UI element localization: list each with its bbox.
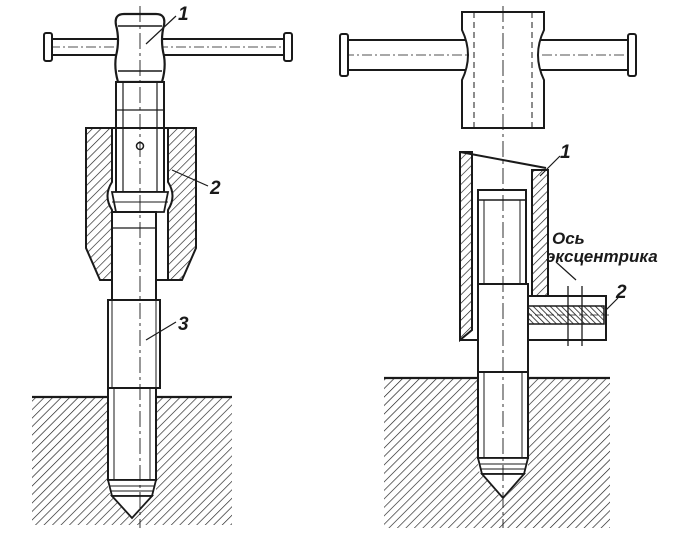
axis-label-line2: эксцентрика bbox=[546, 247, 658, 266]
right-eccentric-pin bbox=[523, 286, 610, 346]
right-bolt-upper bbox=[477, 189, 527, 285]
left-callout-1: 1 bbox=[178, 4, 189, 25]
left-callout-3: 3 bbox=[178, 314, 189, 335]
right-callout-2: 2 bbox=[615, 282, 627, 303]
left-coupling-sleeve bbox=[85, 127, 197, 281]
right-view bbox=[339, 6, 637, 528]
left-t-handle bbox=[43, 32, 293, 62]
axis-label-line1: Ось bbox=[552, 229, 585, 248]
right-callout-1: 1 bbox=[560, 142, 571, 163]
left-lower-body bbox=[111, 211, 157, 301]
left-view bbox=[32, 6, 293, 528]
right-driver bbox=[339, 11, 637, 129]
left-callout-2: 2 bbox=[209, 178, 221, 199]
